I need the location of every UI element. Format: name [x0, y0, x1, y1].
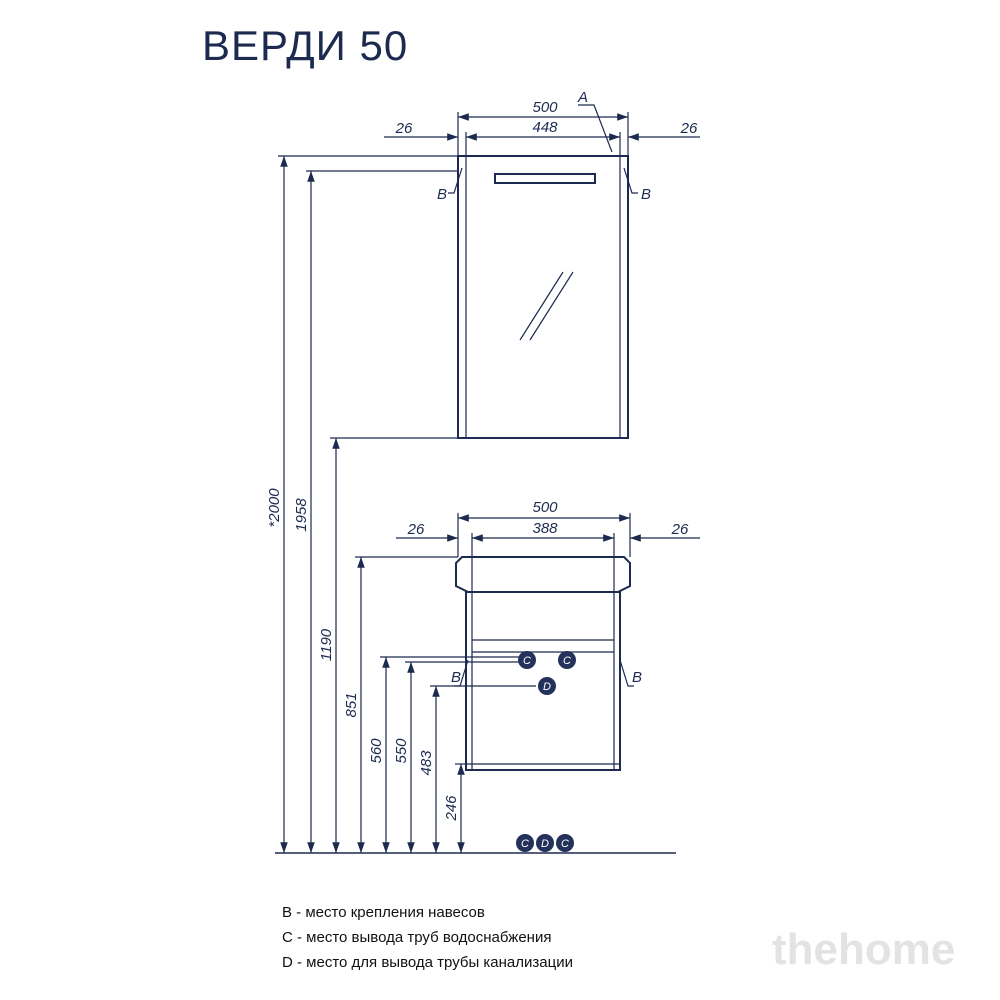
mirror-width-total: 500 [532, 99, 558, 116]
circle-label: C [523, 655, 531, 667]
height-246: 246 [443, 795, 460, 822]
floor-water-marker [516, 834, 534, 852]
cabinet-width-total: 500 [532, 499, 558, 516]
height-dimensions [275, 155, 676, 854]
legend: B - место крепления навесов C - место вы… [282, 900, 573, 975]
legend-item-b: B - место крепления навесов [282, 904, 485, 921]
legend-item-c: C - место вывода труб водоснабжения [282, 929, 552, 946]
label-b: B [632, 669, 642, 686]
water-outlet-marker [558, 651, 576, 669]
cabinet-side-right: 26 [671, 521, 689, 538]
circle-label: C [563, 655, 571, 667]
height-560: 560 [368, 738, 385, 764]
height-1190: 1190 [318, 628, 335, 661]
mirror-cabinet [457, 155, 629, 439]
circle-label: D [543, 681, 551, 693]
mirror-side-right: 26 [680, 120, 698, 137]
drain-outlet-marker [538, 677, 556, 695]
mirror-dimensions [384, 104, 700, 194]
label-a: A [577, 89, 588, 106]
floor-drain-marker [536, 834, 554, 852]
height-851: 851 [343, 692, 360, 717]
circle-label: C [521, 838, 529, 850]
height-550: 550 [393, 738, 410, 764]
vanity-cabinet [455, 556, 631, 771]
mirror-side-left: 26 [395, 120, 413, 137]
circle-label: C [561, 838, 569, 850]
watermark: thehome [772, 925, 956, 974]
cabinet-side-left: 26 [407, 521, 425, 538]
height-1958: 1958 [293, 498, 310, 532]
label-b: B [641, 186, 651, 203]
mirror-width-inner: 448 [532, 119, 558, 136]
height-2000: *2000 [266, 488, 283, 528]
circle-label: D [541, 838, 549, 850]
floor-water-marker [556, 834, 574, 852]
pipe-markers [516, 651, 576, 852]
label-b: B [437, 186, 447, 203]
label-b: B [451, 669, 461, 686]
legend-item-d: D - место для вывода трубы канализации [282, 954, 573, 971]
cabinet-width-inner: 388 [532, 520, 558, 537]
page-title: ВЕРДИ 50 [202, 22, 409, 69]
cabinet-dimensions [396, 513, 700, 687]
water-outlet-marker [518, 651, 536, 669]
height-483: 483 [418, 750, 435, 776]
